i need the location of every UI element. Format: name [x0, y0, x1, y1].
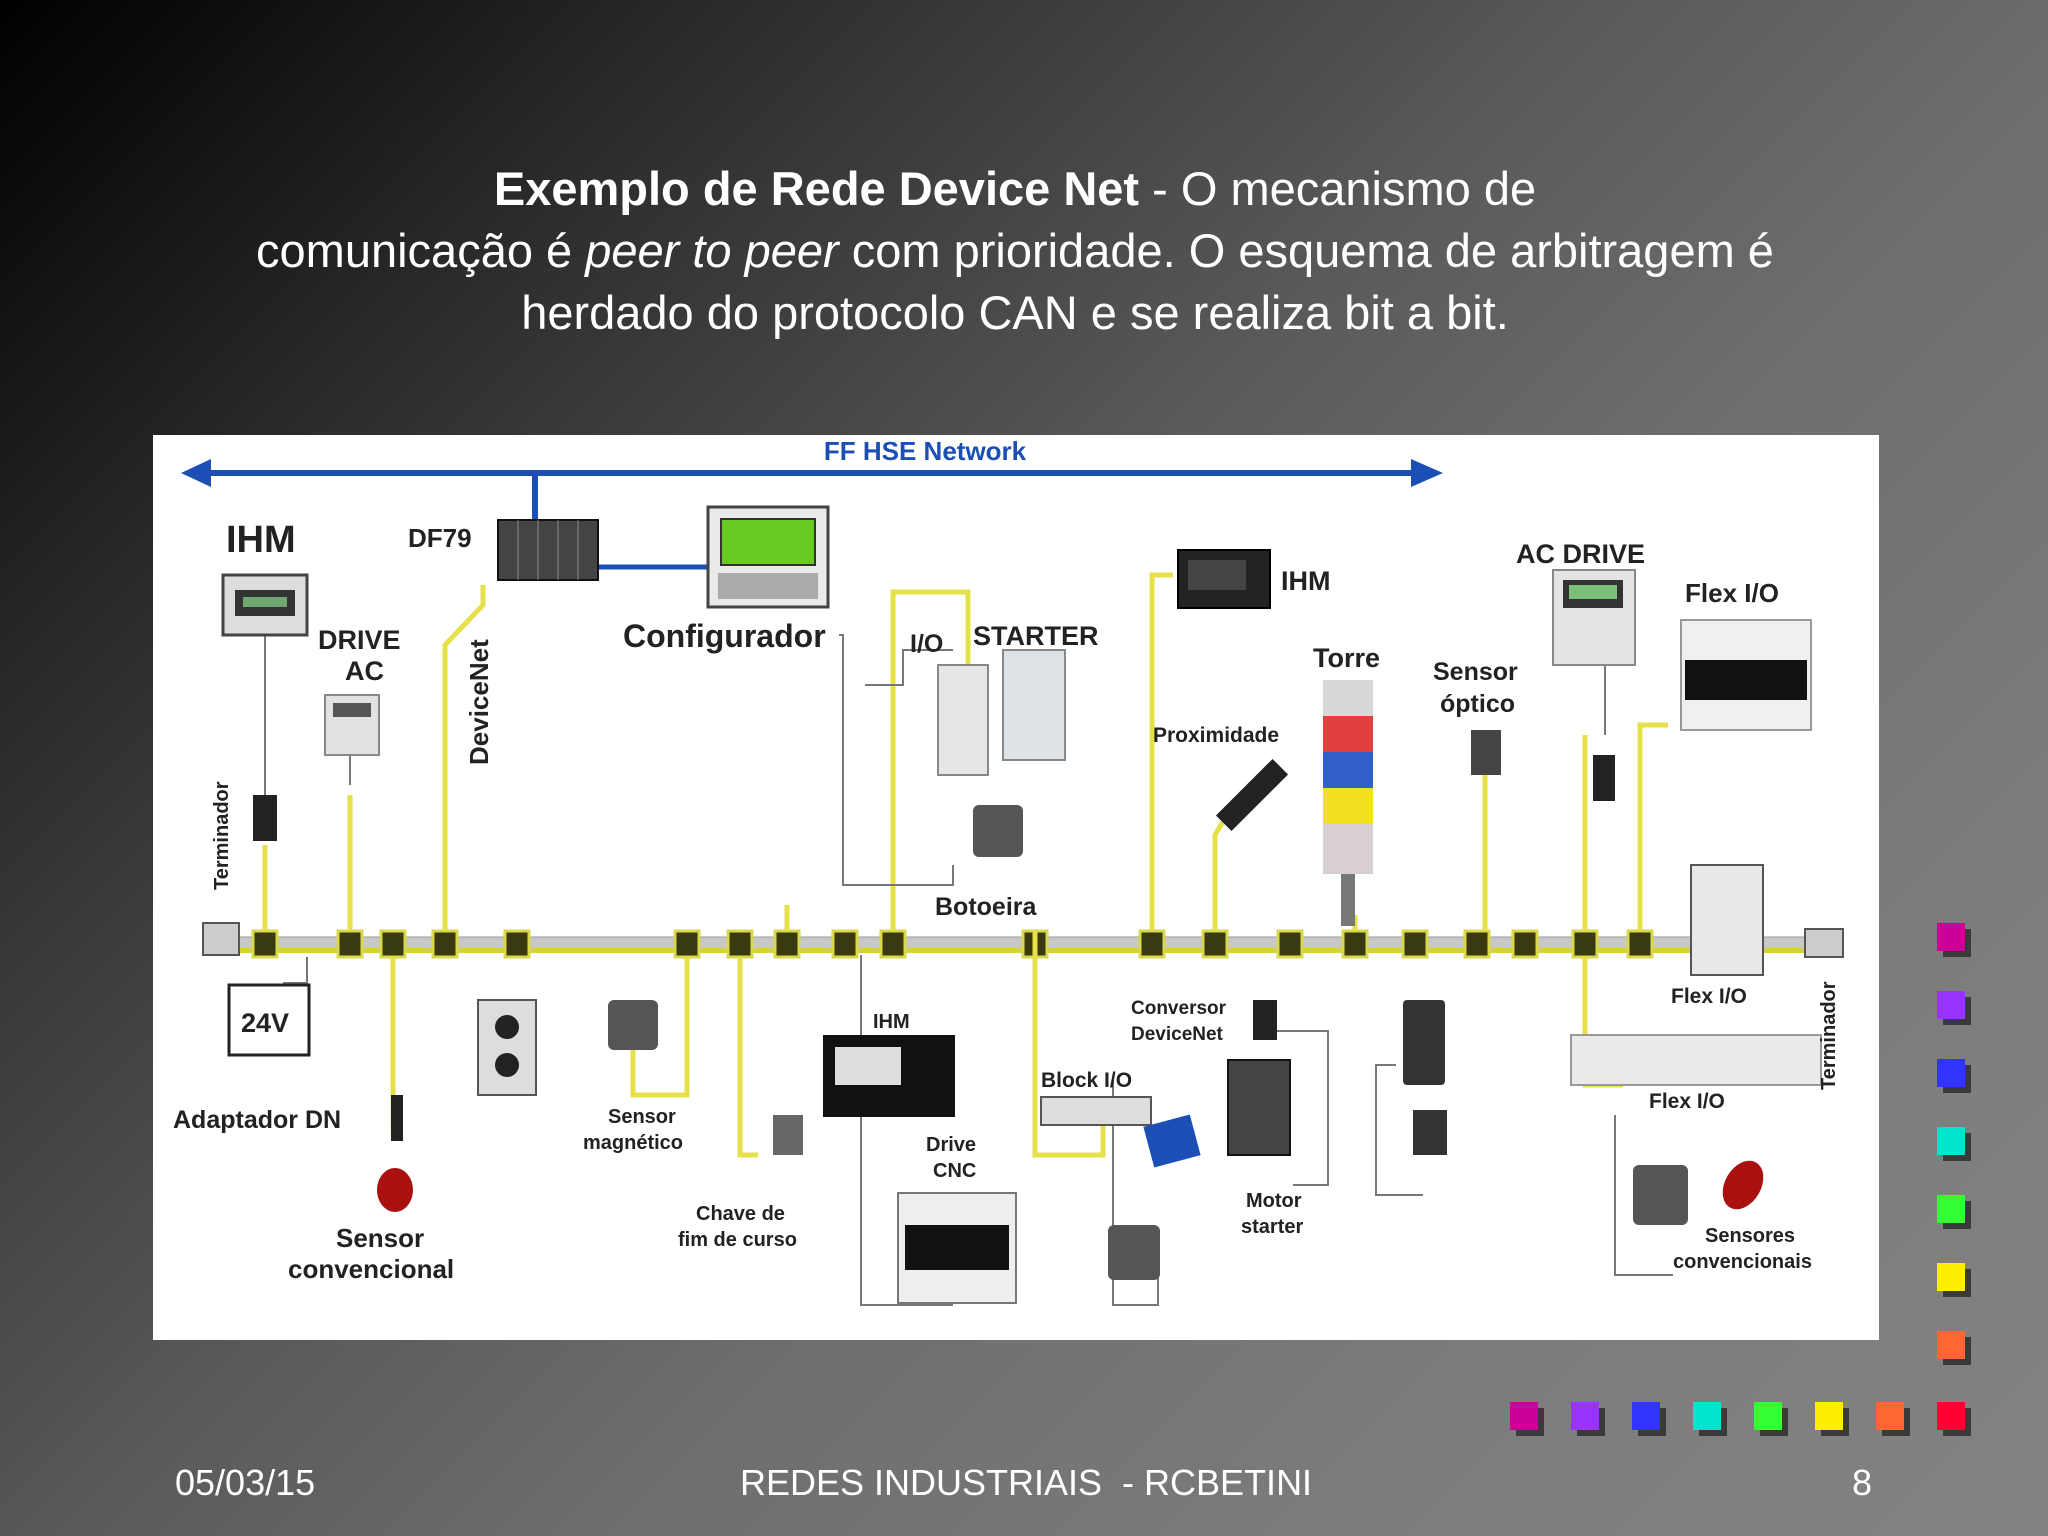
- optical-sensor: [1471, 730, 1501, 775]
- label-motor-1: Motor: [1246, 1190, 1302, 1212]
- label-chave-1: Chave de: [696, 1203, 785, 1225]
- label-sensor-mag-1: Sensor: [608, 1106, 676, 1128]
- label-block-io: Block I/O: [1041, 1069, 1132, 1092]
- title-line3: herdado do protocolo CAN e se realiza bi…: [521, 286, 1509, 339]
- label-conversor-1: Conversor: [1131, 998, 1227, 1019]
- title-line2-b: com prioridade. O esquema de arbitragem …: [838, 224, 1774, 277]
- magnetic-sensor: [608, 1000, 658, 1050]
- limit-switch: [773, 1115, 803, 1155]
- block-io-device: [1040, 1096, 1201, 1280]
- label-flex-io-bottom: Flex I/O: [1649, 1090, 1725, 1113]
- drive-cnc-device: [897, 1192, 1017, 1304]
- label-ihm-bottom: IHM: [873, 1011, 910, 1033]
- ihm-mid-device: [1177, 549, 1271, 609]
- title-line2-italic: peer to peer: [585, 224, 839, 277]
- push-button-station: [477, 999, 537, 1096]
- hse-network-arrow: [181, 459, 1443, 570]
- decor-square: [1937, 1195, 1965, 1223]
- devicenet-diagram: FF HSE Network: [153, 435, 1879, 1340]
- label-flex-io-top: Flex I/O: [1685, 578, 1779, 608]
- label-starter: STARTER: [973, 621, 1099, 651]
- label-sensor-conv-2: convencional: [288, 1254, 454, 1284]
- label-sensor-optico-1: Sensor: [1433, 658, 1518, 686]
- label-ac-drive: AC DRIVE: [1516, 539, 1645, 569]
- footer-date: 05/03/15: [175, 1462, 316, 1503]
- label-drive-cnc-2: CNC: [933, 1160, 976, 1182]
- tower-light: [1323, 680, 1373, 926]
- decor-square: [1754, 1402, 1782, 1430]
- label-ihm-mid: IHM: [1281, 566, 1331, 596]
- adaptador-dn: [377, 1095, 413, 1212]
- label-df79: DF79: [408, 523, 472, 553]
- footer-page-number: 8: [1852, 1462, 1873, 1503]
- flex-io-bottom-device: [1570, 1034, 1822, 1086]
- label-configurador: Configurador: [623, 618, 826, 654]
- drive-ac-device: [324, 694, 380, 756]
- label-sensor-mag-2: magnético: [583, 1132, 683, 1154]
- ac-drive-device: [1552, 569, 1636, 801]
- decor-square: [1937, 923, 1965, 951]
- diagram-svg: FF HSE Network: [173, 436, 1844, 1306]
- configurador-device: [706, 505, 830, 609]
- title-line2-a: comunicação é: [256, 224, 586, 277]
- label-ihm-top: IHM: [226, 519, 296, 561]
- devicenet-conveter-box: [1403, 1000, 1447, 1155]
- label-drive-ac-1: DRIVE: [318, 625, 401, 655]
- network-label: FF HSE Network: [824, 436, 1027, 466]
- terminator-module-left: [253, 795, 277, 841]
- title-bold: Exemplo de Rede Device Net: [493, 162, 1140, 215]
- label-24v: 24V: [241, 1008, 289, 1038]
- label-conversor-2: DeviceNet: [1131, 1024, 1224, 1045]
- motor-starter-device: [1227, 1000, 1291, 1156]
- ihm-bottom-device: [823, 1035, 955, 1117]
- label-terminador-left: Terminador: [211, 781, 233, 890]
- label-proximidade: Proximidade: [1153, 724, 1279, 747]
- decor-square: [1876, 1402, 1904, 1430]
- label-terminador-right: Terminador: [1818, 981, 1840, 1090]
- decor-square: [1937, 1263, 1965, 1291]
- label-botoeira: Botoeira: [935, 893, 1038, 921]
- label-sensor-optico-2: óptico: [1440, 690, 1515, 718]
- diagram-labels: IHM DF79 Configurador DRIVE AC DeviceNet…: [173, 519, 1840, 1284]
- label-torre: Torre: [1313, 643, 1380, 673]
- v24-box: [227, 983, 311, 1057]
- decor-square: [1937, 1402, 1965, 1430]
- decor-square: [1937, 991, 1965, 1019]
- df79-device: [497, 519, 599, 581]
- footer-title: REDES INDUSTRIAIS - RCBETINI: [740, 1462, 1313, 1503]
- label-drive-ac-2: AC: [345, 656, 384, 686]
- conventional-sensors: [1633, 1160, 1764, 1225]
- decor-square: [1510, 1402, 1538, 1430]
- flex-io-top-device: [1680, 619, 1812, 731]
- decor-square: [1571, 1402, 1599, 1430]
- label-adaptador: Adaptador DN: [173, 1106, 341, 1134]
- label-chave-2: fim de curso: [678, 1229, 797, 1251]
- decor-square: [1937, 1331, 1965, 1359]
- decor-square: [1937, 1059, 1965, 1087]
- flex-io-mid-device: [1690, 864, 1764, 976]
- label-motor-2: starter: [1241, 1216, 1303, 1238]
- slide-title: Exemplo de Rede Device Net - O mecanismo…: [150, 158, 1880, 344]
- ihm-top-device: [221, 573, 309, 637]
- label-flex-io-mid: Flex I/O: [1671, 985, 1747, 1008]
- label-sensores-2: convencionais: [1673, 1251, 1812, 1273]
- title-rest: - O mecanismo de: [1139, 162, 1537, 215]
- label-sensores-1: Sensores: [1705, 1225, 1795, 1247]
- proximity-sensor: [1215, 758, 1289, 832]
- label-devicenet: DeviceNet: [464, 639, 494, 765]
- decor-square: [1632, 1402, 1660, 1430]
- label-sensor-conv-1: Sensor: [336, 1223, 424, 1253]
- label-io: I/O: [910, 630, 943, 658]
- decor-square: [1815, 1402, 1843, 1430]
- io-starter-device: [937, 649, 1066, 857]
- decor-square: [1693, 1402, 1721, 1430]
- label-drive-cnc-1: Drive: [926, 1134, 976, 1156]
- decor-square: [1937, 1127, 1965, 1155]
